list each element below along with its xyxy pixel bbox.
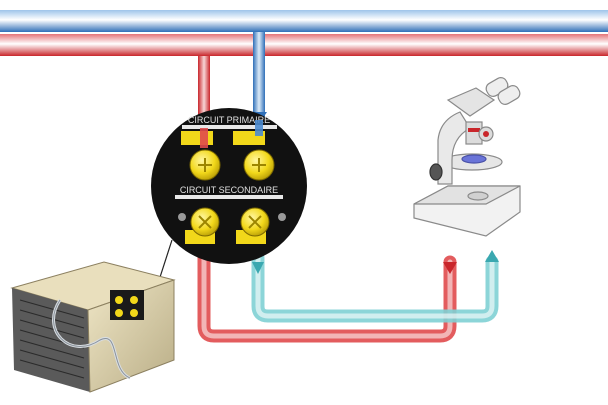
microscope-icon [413, 77, 521, 237]
primary-circuit-label: CIRCUIT PRIMAIRE [188, 115, 270, 125]
main-pipes [0, 10, 608, 56]
secondary-circuit-label: CIRCUIT SECONDAIRE [180, 185, 278, 195]
screw-icon [178, 213, 186, 221]
primary-in-coupling-icon [243, 149, 275, 181]
secondary-label-bar [175, 195, 283, 199]
red-main-pipe [0, 34, 608, 56]
blue-drop-pipe [253, 32, 265, 122]
primary-label-bar [182, 125, 277, 129]
red-loop-pipe [197, 248, 457, 343]
cyan-up-arrow-icon [485, 250, 499, 262]
secondary-in-coupling-icon [240, 207, 270, 237]
secondary-out-coupling-icon [190, 207, 220, 237]
primary-out-coupling-icon [189, 149, 221, 181]
cyan-loop-pipe [251, 251, 499, 323]
connector-panel: CIRCUIT PRIMAIRE CIRCUIT SECONDAIRE [151, 108, 307, 264]
red-arrow-icon [443, 262, 457, 274]
blue-main-pipe [0, 10, 608, 32]
cyan-down-arrow-icon [252, 262, 264, 274]
screw-icon [278, 213, 286, 221]
secondary-loop [197, 248, 499, 343]
cooling-unit-icon [10, 261, 176, 393]
